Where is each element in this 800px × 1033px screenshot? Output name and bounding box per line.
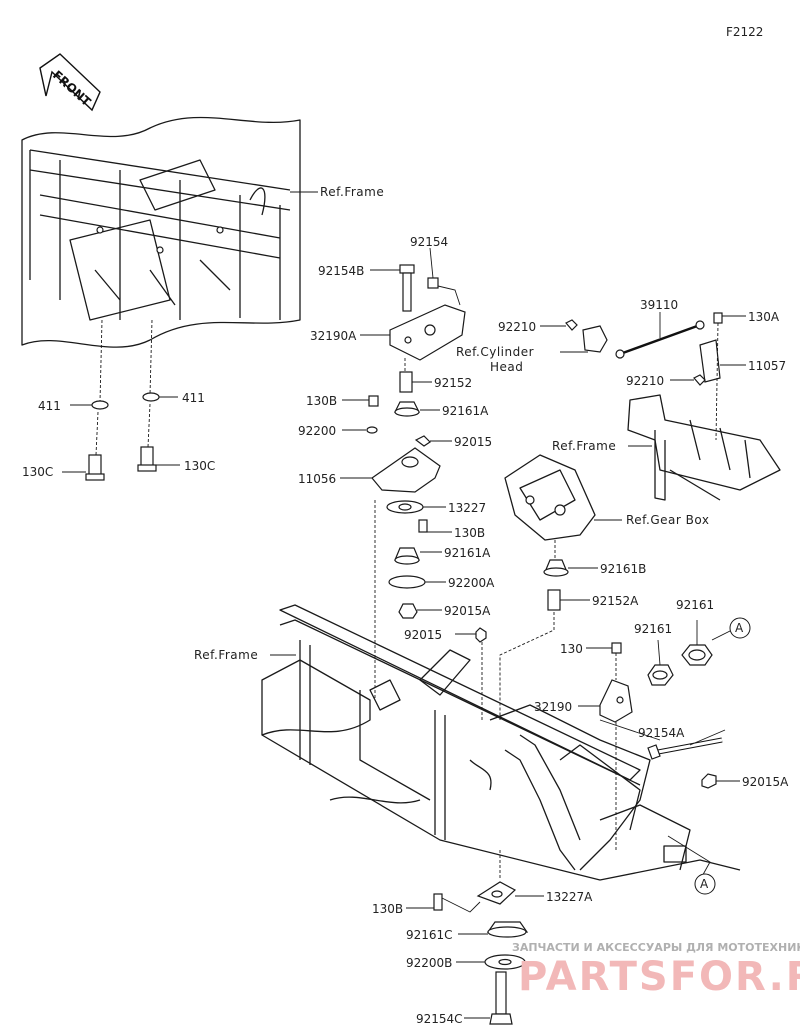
ref-frame-bottom-label: Ref.Frame xyxy=(194,648,258,662)
bolt-icon xyxy=(368,395,379,407)
center-mount-stack xyxy=(340,247,487,720)
ref-gear-box-label: Ref.Gear Box xyxy=(626,513,709,527)
part-label-92161a-mid: 92161A xyxy=(444,546,491,560)
bolt-icon xyxy=(418,519,428,533)
part-label-92152a: 92152A xyxy=(592,594,639,608)
part-label-92161b: 92161B xyxy=(600,562,646,576)
part-label-92161c: 92161C xyxy=(406,928,453,942)
part-label-92154a: 92154A xyxy=(638,726,685,740)
part-label-92200b: 92200B xyxy=(406,956,452,970)
collar-92152 xyxy=(399,371,413,393)
part-label-92161-left: 92161 xyxy=(634,622,672,636)
gearbox-damper-stack xyxy=(499,540,598,720)
bolt-icon xyxy=(433,893,443,911)
main-frame-drawing xyxy=(261,604,741,895)
nut-icon xyxy=(414,435,431,447)
right-frame-drawing xyxy=(627,394,781,501)
nut-icon xyxy=(565,319,578,331)
bracket-11056 xyxy=(371,447,441,493)
watermark-tagline: ЗАПЧАСТИ И АКСЕССУАРЫ ДЛЯ МОТОТЕХНИКИ xyxy=(512,941,800,954)
part-label-92015a-right: 92015A xyxy=(742,775,789,789)
ref-frame-top-label: Ref.Frame xyxy=(320,185,384,199)
bracket-11057 xyxy=(699,339,721,383)
nut-icon xyxy=(701,773,717,789)
bracket-32190 xyxy=(599,679,633,723)
bolt-icon xyxy=(611,642,622,654)
part-label-92015a-mid: 92015A xyxy=(444,604,491,618)
washer-92200a xyxy=(388,575,426,589)
part-label-92210-a: 92210 xyxy=(498,320,536,334)
collar-92152a xyxy=(547,589,561,611)
part-label-92210-b: 92210 xyxy=(626,374,664,388)
bolt-92154c xyxy=(495,971,507,1015)
part-label-13227a: 13227A xyxy=(546,890,593,904)
part-label-411-left: 411 xyxy=(38,399,61,413)
callout-a-bottom xyxy=(694,873,716,895)
callout-a-bottom-label: A xyxy=(700,877,709,891)
torque-link-assembly xyxy=(540,312,746,441)
cylinder-head-bracket xyxy=(582,325,608,353)
bolt-icon xyxy=(713,312,723,324)
left-mount-fasteners xyxy=(62,319,180,481)
part-label-92015-a: 92015 xyxy=(454,435,492,449)
part-label-92200: 92200 xyxy=(298,424,336,438)
ref-frame-mid-label: Ref.Frame xyxy=(552,439,616,453)
part-label-92161-right: 92161 xyxy=(676,598,714,612)
part-label-130c-right: 130C xyxy=(184,459,215,473)
ref-cylinder-head-label-2: Head xyxy=(490,360,523,374)
bolt-icon xyxy=(88,454,102,476)
part-label-411-right: 411 xyxy=(182,391,205,405)
washer-icon xyxy=(366,426,378,434)
front-arrow-icon: FRONT xyxy=(39,53,101,112)
part-label-130b-bottom: 130B xyxy=(372,902,403,916)
diagram-code: F2122 xyxy=(726,25,763,39)
part-label-92200a: 92200A xyxy=(448,576,495,590)
part-label-92154: 92154 xyxy=(410,235,448,249)
part-label-130c-left: 130C xyxy=(22,465,53,479)
nut-icon xyxy=(693,374,706,386)
part-label-130: 130 xyxy=(560,642,583,656)
gear-box-bracket-drawing xyxy=(504,454,622,541)
nut-icon xyxy=(475,627,487,643)
part-label-32190a: 32190A xyxy=(310,329,357,343)
part-label-130a: 130A xyxy=(748,310,780,324)
part-label-92152: 92152 xyxy=(434,376,472,390)
part-label-130b-mid: 130B xyxy=(454,526,485,540)
upper-frame-drawing xyxy=(21,116,318,348)
ref-cylinder-head-label: Ref.Cylinder xyxy=(456,345,534,359)
long-bolt-92154a xyxy=(599,719,740,789)
bolt-icon xyxy=(427,277,439,289)
washer-icon xyxy=(142,392,160,402)
part-label-92161a-top: 92161A xyxy=(442,404,489,418)
washer-icon xyxy=(91,400,109,410)
right-dampers xyxy=(647,617,751,686)
part-label-130b-top: 130B xyxy=(306,394,337,408)
part-label-92154b: 92154B xyxy=(318,264,364,278)
nut-icon xyxy=(398,603,418,619)
callout-a-top-label: A xyxy=(735,621,744,635)
part-label-13227: 13227 xyxy=(448,501,486,515)
part-label-11056: 11056 xyxy=(298,472,336,486)
bolt-icon xyxy=(399,264,415,274)
part-label-11057: 11057 xyxy=(748,359,786,373)
bottom-mount-stack xyxy=(406,850,544,1025)
bolt-icon xyxy=(140,446,154,468)
part-label-92154c: 92154C xyxy=(416,1012,463,1026)
callout-a-top xyxy=(729,617,751,639)
part-label-32190: 32190 xyxy=(534,700,572,714)
watermark-brand: PARTSFOR.RU xyxy=(518,954,800,1000)
bracket-32190-group xyxy=(578,642,633,850)
part-label-92015-b: 92015 xyxy=(404,628,442,642)
part-label-39110: 39110 xyxy=(640,298,678,312)
